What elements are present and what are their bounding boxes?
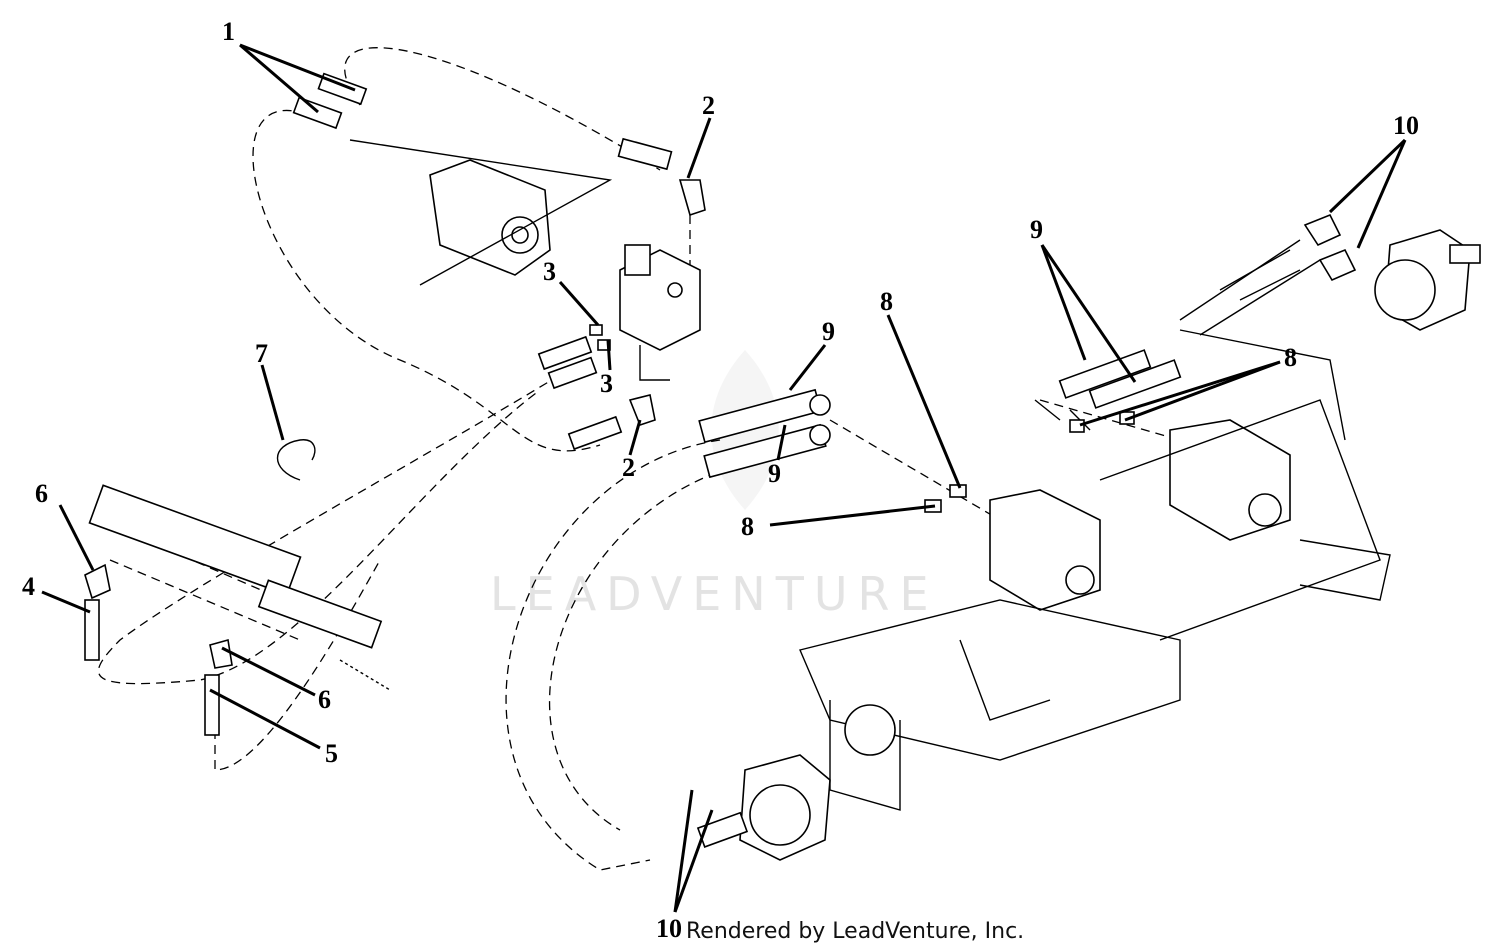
- callout-10-bottom: 10: [656, 914, 682, 943]
- watermark-text: LEADVENTURE: [490, 567, 939, 621]
- callout-6-bottom: 6: [318, 685, 331, 714]
- callout-3-bottom: 3: [600, 369, 613, 398]
- callout-4: 4: [22, 572, 35, 601]
- hose-ends-top: [292, 72, 706, 451]
- hose-clip: [276, 439, 316, 481]
- wheel-motor-left: [696, 754, 831, 861]
- leader-lines: [41, 43, 1407, 913]
- callout-2-bottom: 2: [622, 453, 635, 482]
- callout-10-right: 10: [1393, 111, 1419, 140]
- callout-7: 7: [255, 339, 268, 368]
- callout-3-top: 3: [543, 257, 556, 286]
- callout-6-left: 6: [35, 479, 48, 508]
- control-valve: [619, 244, 701, 381]
- callout-8-center: 8: [880, 287, 893, 316]
- wheel-motor-right: [1374, 229, 1481, 331]
- hydraulic-cylinder: [84, 484, 391, 736]
- callout-8-left: 8: [741, 512, 754, 541]
- callout-2-top: 2: [702, 91, 715, 120]
- callout-9-lower: 9: [768, 459, 781, 488]
- callout-8-right: 8: [1284, 343, 1297, 372]
- callout-labels: 1 2 3 3 7 2 6 4 6 5 9 9 8 8 9 10 8 10: [22, 17, 1419, 943]
- callout-5: 5: [325, 739, 338, 768]
- hose-ends-right: [1034, 213, 1357, 433]
- callout-9-upper: 9: [822, 317, 835, 346]
- hose-ends-center: [698, 388, 967, 513]
- credit-text: Rendered by LeadVenture, Inc.: [686, 919, 1024, 944]
- callout-1: 1: [222, 17, 235, 46]
- hose-routes: [97, 47, 1181, 871]
- callout-9-right: 9: [1030, 215, 1043, 244]
- hydraulic-pump-top: [349, 139, 613, 286]
- pump-frame-center: [799, 329, 1391, 811]
